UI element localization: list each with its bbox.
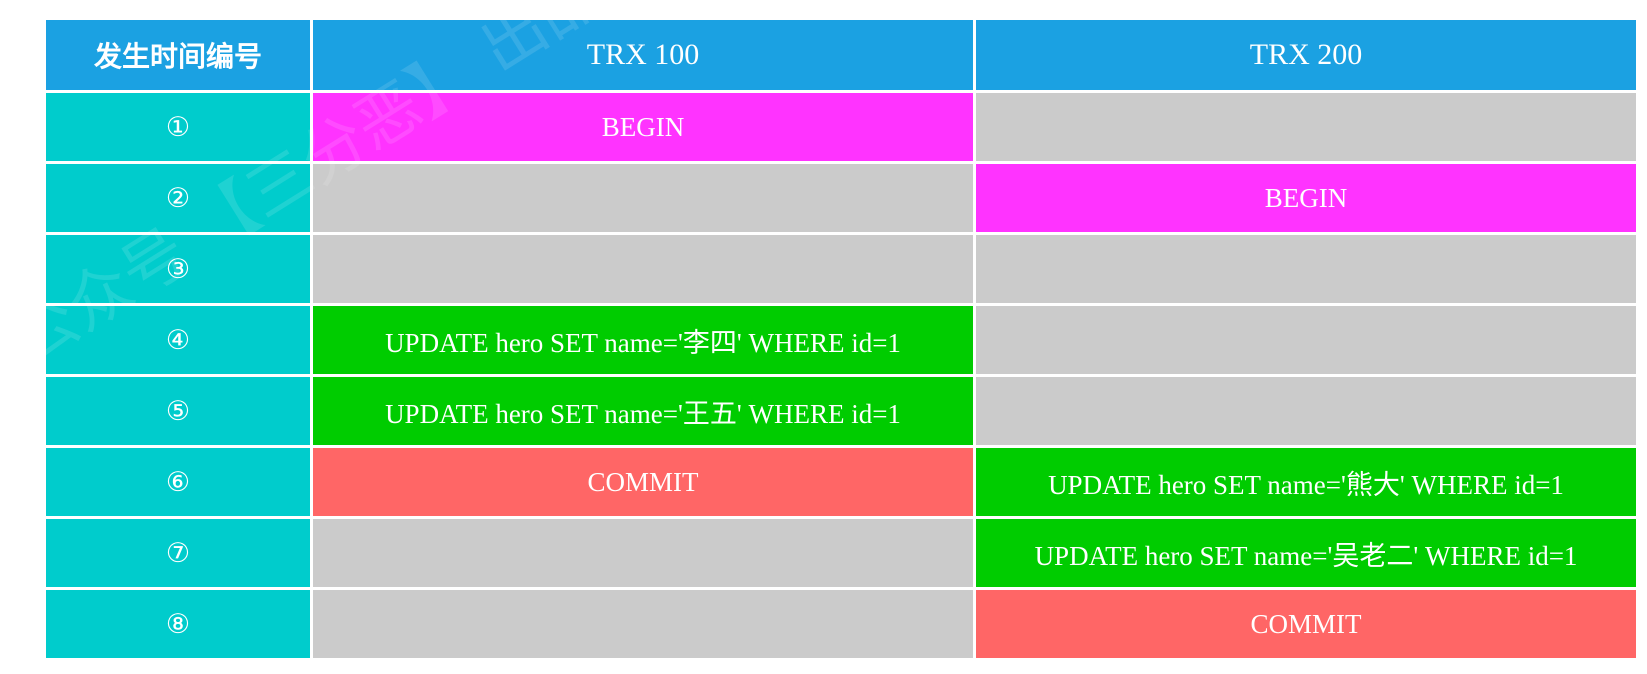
row-1-trx-200	[976, 93, 1636, 161]
row-7-index: ⑦	[46, 519, 310, 587]
row-2-trx-200: BEGIN	[976, 164, 1636, 232]
row-6-trx-200: UPDATE hero SET name='熊大' WHERE id=1	[976, 448, 1636, 516]
header-index: 发生时间编号	[46, 20, 310, 90]
row-6-index: ⑥	[46, 448, 310, 516]
row-2-index: ②	[46, 164, 310, 232]
row-6-trx-100: COMMIT	[313, 448, 973, 516]
row-7-trx-200: UPDATE hero SET name='吴老二' WHERE id=1	[976, 519, 1636, 587]
header-trx-100: TRX 100	[313, 20, 973, 90]
header-trx-200: TRX 200	[976, 20, 1636, 90]
row-5-trx-200	[976, 377, 1636, 445]
row-2-trx-100	[313, 164, 973, 232]
row-4-trx-100: UPDATE hero SET name='李四' WHERE id=1	[313, 306, 973, 374]
row-5-index: ⑤	[46, 377, 310, 445]
row-3-index: ③	[46, 235, 310, 303]
row-1-trx-100: BEGIN	[313, 93, 973, 161]
row-1-index: ①	[46, 93, 310, 161]
row-5-trx-100: UPDATE hero SET name='王五' WHERE id=1	[313, 377, 973, 445]
transaction-timeline-table: 发生时间编号 TRX 100 TRX 200 ① BEGIN ② BEGIN ③…	[46, 20, 1636, 658]
row-3-trx-100	[313, 235, 973, 303]
row-4-trx-200	[976, 306, 1636, 374]
row-3-trx-200	[976, 235, 1636, 303]
row-4-index: ④	[46, 306, 310, 374]
row-7-trx-100	[313, 519, 973, 587]
row-8-index: ⑧	[46, 590, 310, 658]
row-8-trx-200: COMMIT	[976, 590, 1636, 658]
row-8-trx-100	[313, 590, 973, 658]
